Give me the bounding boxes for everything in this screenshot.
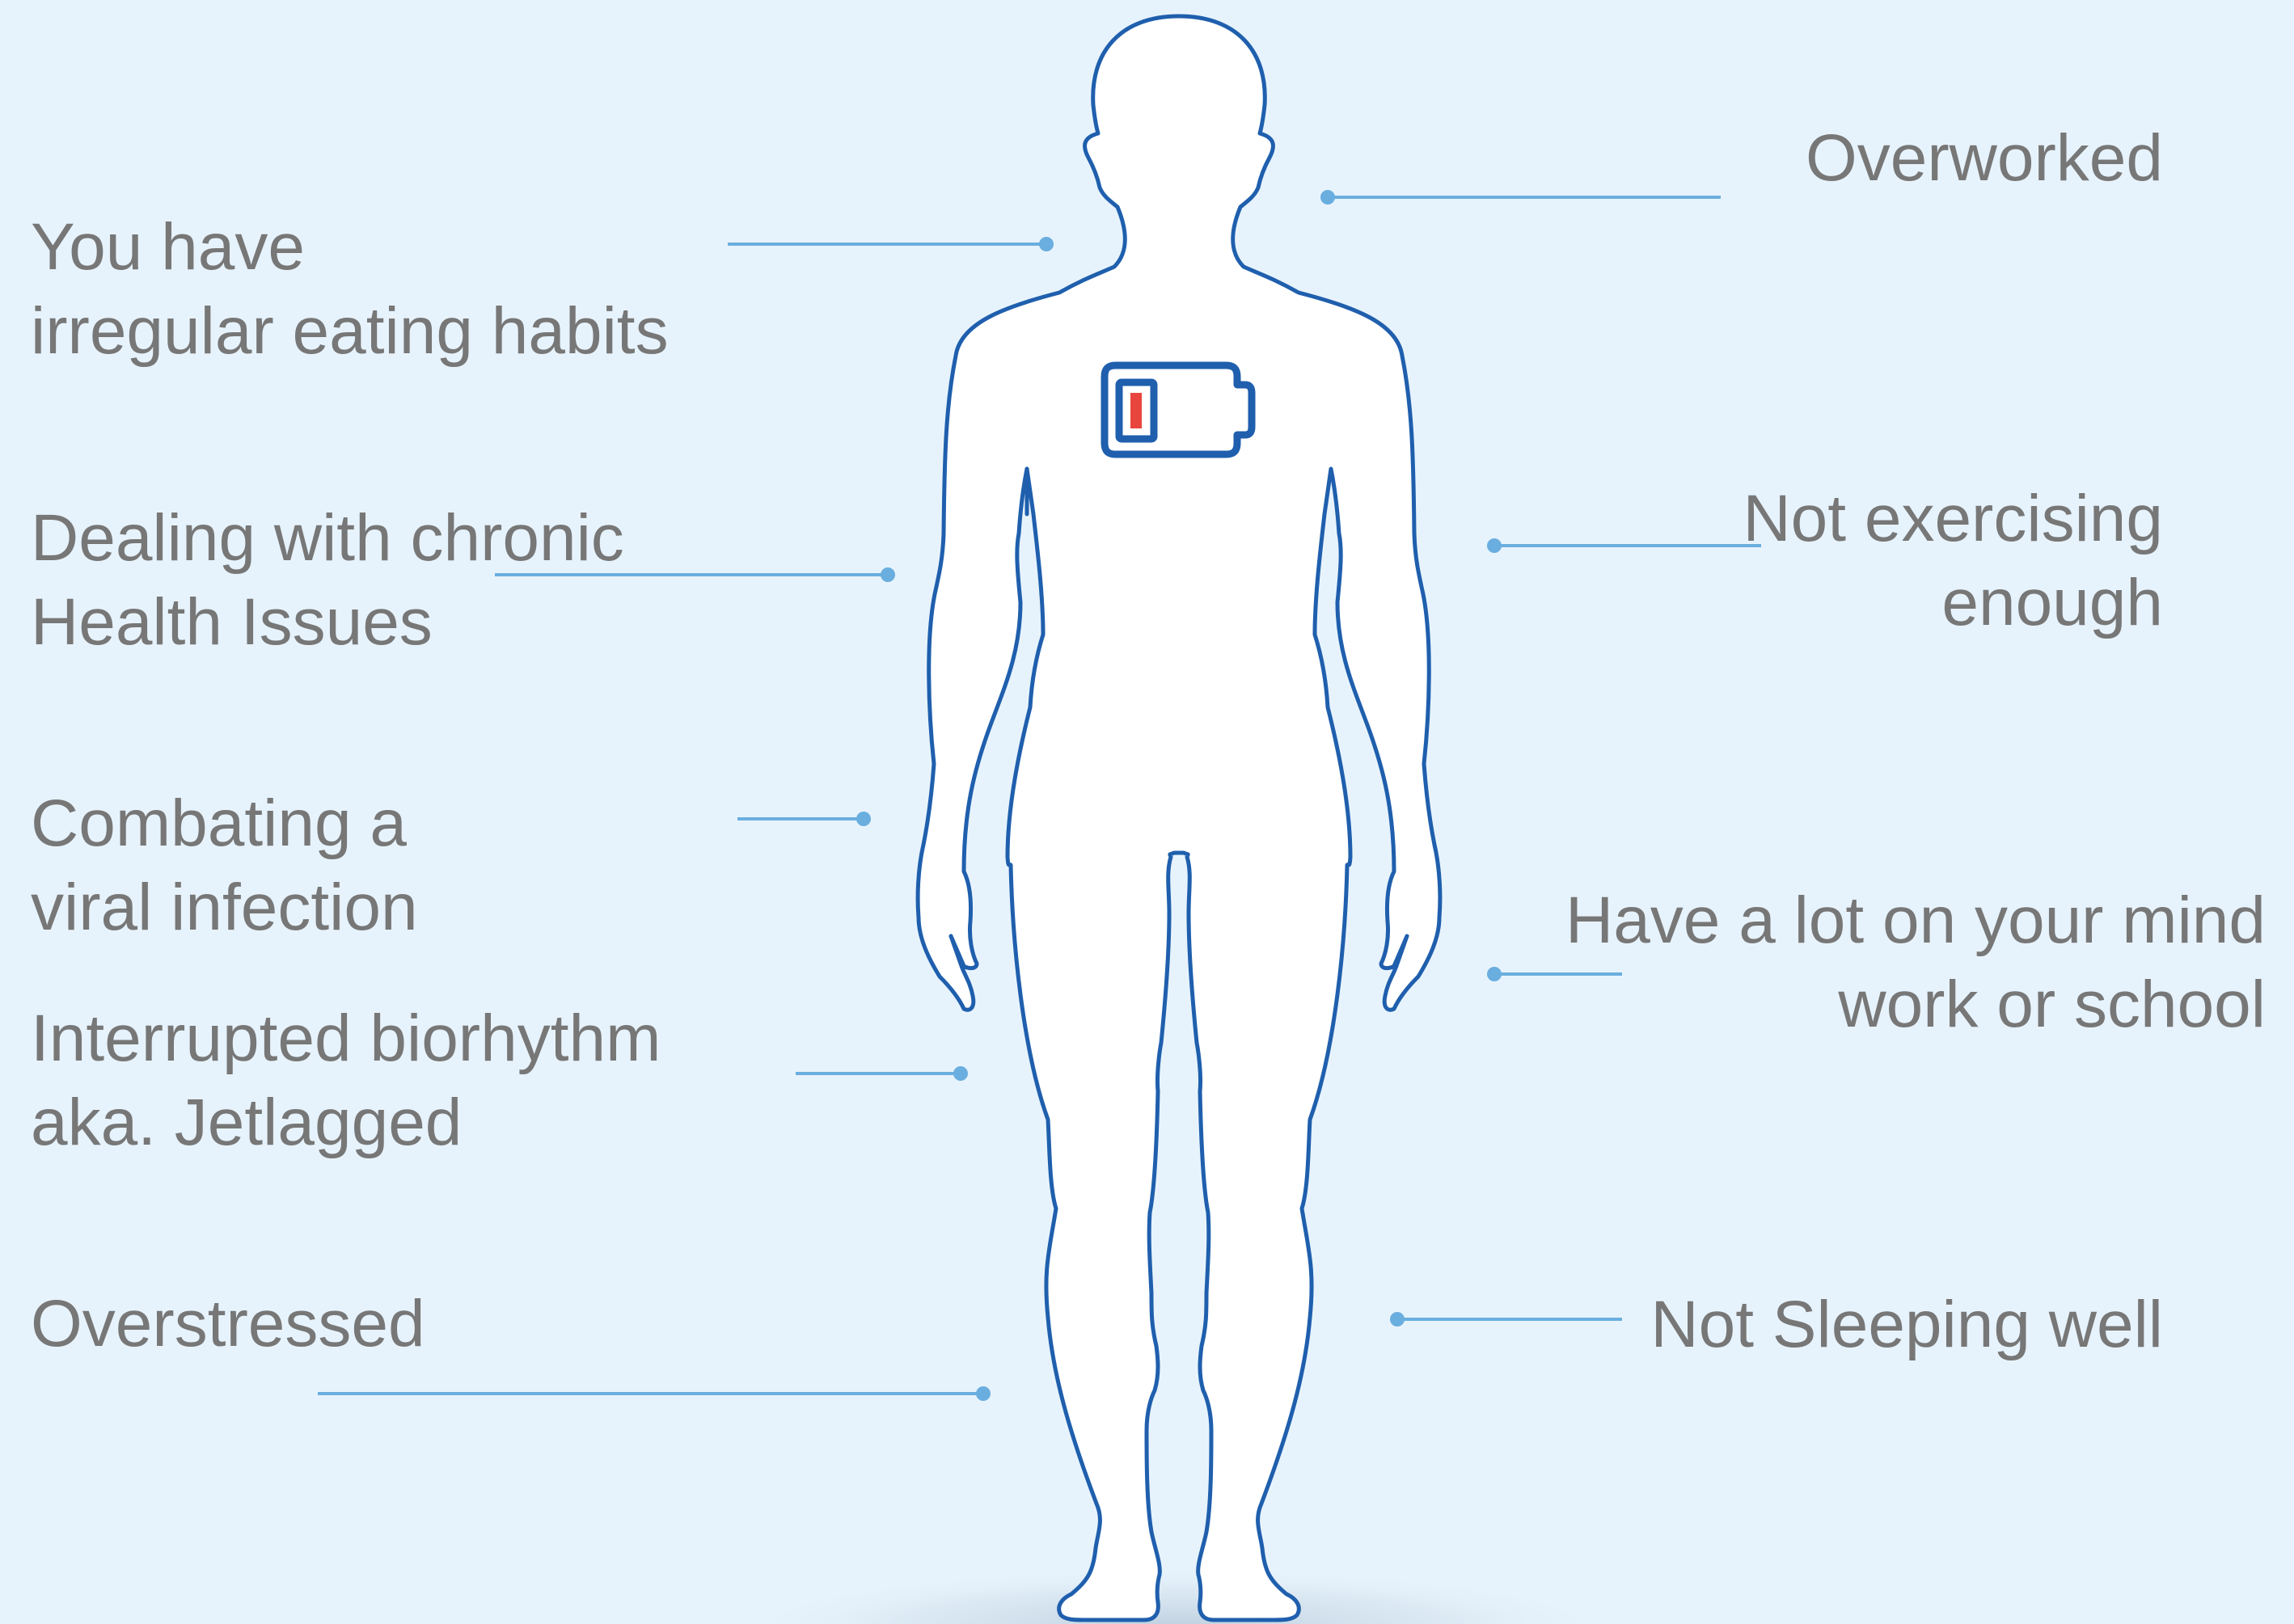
leader-line-stress — [318, 1388, 989, 1399]
label-line: Not Sleeping well — [1650, 1283, 2163, 1367]
body-outline — [918, 16, 1440, 1620]
leader-line-overworked — [1322, 192, 1721, 203]
leader-line-sleep — [1392, 1314, 1622, 1325]
label-overworked: Overworked — [1806, 116, 2163, 200]
leader-line-viral — [737, 813, 869, 825]
label-line: Overworked — [1806, 116, 2163, 200]
label-a-lot-on-mind: Have a lot on your mind work or school — [1565, 879, 2266, 1047]
label-not-exercising: Not exercising enough — [1743, 477, 2163, 645]
label-line: Not exercising — [1743, 477, 2163, 561]
label-line: You have — [31, 205, 669, 289]
leader-line-exercise — [1489, 540, 1761, 551]
label-line: aka. Jetlagged — [31, 1081, 661, 1165]
label-viral-infection: Combating a viral infection — [31, 782, 418, 950]
label-irregular-eating: You have irregular eating habits — [31, 205, 669, 373]
floor-shadow — [724, 1566, 1629, 1624]
human-figure-outline-icon — [918, 16, 1440, 1620]
label-jetlagged: Interrupted biorhythm aka. Jetlagged — [31, 997, 661, 1165]
label-not-sleeping: Not Sleeping well — [1650, 1283, 2163, 1367]
label-chronic-health: Dealing with chronic Health Issues — [31, 496, 624, 664]
battery-level-fill — [1130, 393, 1142, 428]
label-line: Interrupted biorhythm — [31, 997, 661, 1081]
leader-line-eating — [728, 238, 1052, 250]
label-line: irregular eating habits — [31, 289, 669, 373]
label-line: enough — [1743, 561, 2163, 645]
label-line: Dealing with chronic — [31, 496, 624, 580]
low-battery-icon — [1105, 365, 1252, 454]
label-line: Overstressed — [31, 1282, 425, 1366]
label-line: Health Issues — [31, 580, 624, 664]
leader-line-jetlag — [796, 1068, 966, 1079]
label-overstressed: Overstressed — [31, 1282, 425, 1366]
label-line: Combating a — [31, 782, 418, 866]
label-line: Have a lot on your mind — [1565, 879, 2266, 963]
label-line: work or school — [1565, 963, 2266, 1047]
label-line: viral infection — [31, 866, 418, 950]
